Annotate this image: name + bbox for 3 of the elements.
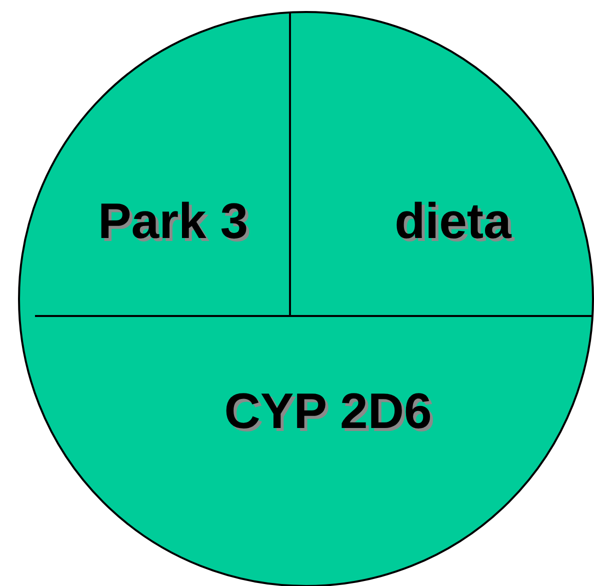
section-label: CYP 2D6 bbox=[224, 384, 432, 438]
section-label: Park 3 bbox=[98, 194, 248, 248]
section-label: dieta bbox=[394, 194, 512, 248]
